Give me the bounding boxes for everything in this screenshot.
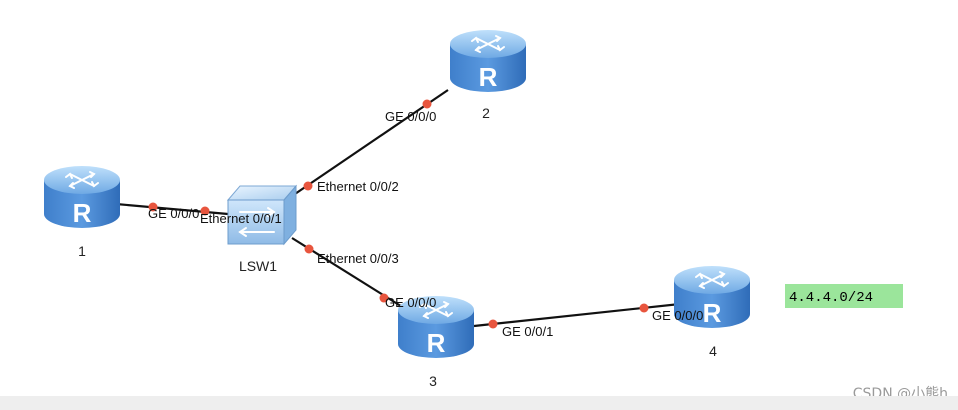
port-dot-r2-ge [422,99,432,109]
router-3-letter: R [427,328,446,358]
port-dot-sw-e3 [304,244,314,254]
port-dot-sw-e1 [200,206,210,216]
router-4[interactable]: R [673,265,751,329]
router-2-letter: R [479,62,498,92]
port-label-sw-e3: Ethernet 0/0/3 [317,251,399,266]
router-3-label: 3 [429,373,437,389]
router-1[interactable]: R [43,165,121,229]
port-dot-r1-ge [148,202,158,212]
router-3[interactable]: R [397,295,475,359]
subnet-tag-text: 4.4.4.0/24 [789,290,873,306]
links [115,89,681,328]
subnet-tag: 4.4.4.0/24 [785,284,903,308]
link-r3-r4 [473,302,681,328]
switch-lsw1[interactable] [226,184,298,246]
port-dot-r3-ge1 [488,319,498,329]
router-4-letter: R [703,298,722,328]
router-1-label: 1 [78,243,86,259]
switch-lsw1-label: LSW1 [239,258,277,274]
port-dot-sw-e2 [303,181,313,191]
port-dots [148,99,649,329]
port-label-r3-ge0: GE 0/0/0 [385,295,436,310]
port-label-sw-e2: Ethernet 0/0/2 [317,179,399,194]
router-4-label: 4 [709,343,717,359]
port-label-r3-ge1: GE 0/0/1 [502,324,553,339]
router-1-letter: R [73,198,92,228]
router-2[interactable]: R [449,29,527,93]
router-2-label: 2 [482,105,490,121]
port-label-sw-e1: Ethernet 0/0/1 [200,211,282,226]
port-label-r4-ge: GE 0/0/0 [652,308,703,323]
link-sw-r2 [291,89,449,197]
port-dot-r3-ge0 [379,293,389,303]
link-r1-sw [115,202,229,216]
port-label-r2-ge: GE 0/0/0 [385,109,436,124]
port-label-r1-ge: GE 0/0/0 [148,206,199,221]
bottom-bar [0,396,958,410]
port-dot-r4-ge [639,303,649,313]
